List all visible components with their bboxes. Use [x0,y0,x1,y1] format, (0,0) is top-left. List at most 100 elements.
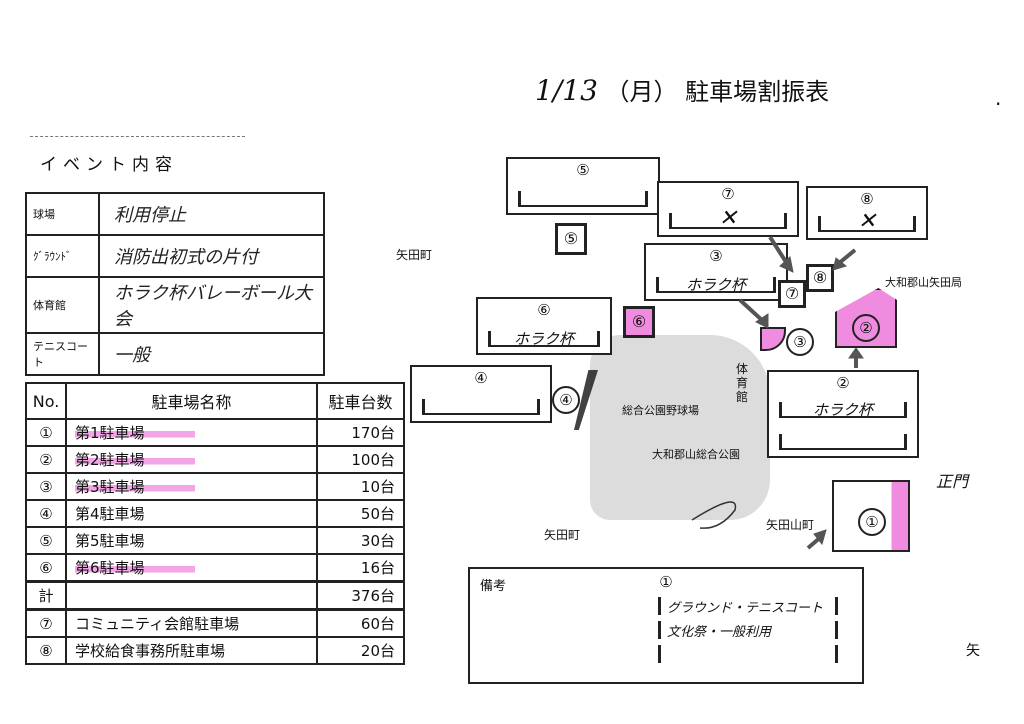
corner-dot: . [995,86,1002,110]
label-yatayamacho: 矢田山町 [766,518,815,532]
road-line [691,501,737,529]
row-name-text: 第2駐車場 [75,451,195,469]
lot-number: ④ [474,369,488,387]
event-row: 体育館ホラク杯バレーボール大会 [25,276,325,334]
bracket [518,191,648,207]
arrow-2-head [848,347,864,359]
page-title-area: 1/13 （月） 駐車場割振表 [535,72,829,107]
label-park: 大和郡山総合公園 [652,448,740,461]
remarks-line: 文化祭・一般利用 [658,621,838,640]
label-gym: 体育館 [736,362,749,404]
cross-mark: ✕ [857,209,877,234]
event-label: テニスコート [25,332,100,376]
arrow-7-head [779,256,794,273]
lot-3-box: ③ ホラク杯 [644,243,788,301]
row-name-text: 第5駐車場 [75,532,145,550]
bracket [779,434,907,450]
label-yatacho-2: 矢田町 [544,528,581,542]
row-name-text: 第4駐車場 [75,505,145,523]
event-value: 消防出初式の片付 [98,234,325,278]
arrow-1-head [813,529,827,546]
row-name: コミュニティ会館駐車場 [65,608,318,638]
table-header: No. 駐車場名称 駐車台数 [25,382,405,420]
row-count: 30台 [316,526,405,555]
label-yatacho-1: 矢田町 [396,248,433,262]
row-count: 16台 [316,553,405,583]
event-label: 体育館 [25,276,100,334]
lot-8-box: ⑧ ✕ [806,186,928,240]
row-no: ② [25,445,67,474]
marker-1: ① [858,508,886,536]
event-value: 一般 [98,332,325,376]
col-no: No. [25,382,67,420]
event-row: ｸﾞﾗｳﾝﾄﾞ消防出初式の片付 [25,234,325,278]
lot-number: ⑤ [576,161,590,179]
total-label: 計 [25,580,67,611]
lot-assignment: ホラク杯 [513,330,574,348]
row-count: 170台 [316,418,405,447]
arrow-3-head [755,313,769,329]
row-no: ④ [25,499,67,528]
bracket [422,399,540,415]
row-name: 学校給食事務所駐車場 [65,636,318,665]
table-row: ③ 第3駐車場 10台 [25,472,405,501]
marker-8: ⑧ [806,264,834,292]
marker-4: ④ [552,386,580,414]
remarks-number: ① [659,573,673,591]
event-value: ホラク杯バレーボール大会 [98,276,325,334]
weekday: （月） [605,78,678,106]
cross-mark: ✕ [718,206,738,231]
park-area [590,335,770,520]
col-count: 駐車台数 [316,382,405,420]
bracket [656,277,776,293]
arrow-8-head [832,257,848,271]
arrow-3 [738,298,766,324]
row-name-text: 第3駐車場 [75,478,195,496]
row-name: 第2駐車場 [65,445,318,474]
lot-5-box: ⑤ [506,157,660,215]
label-stadium: 総合公園野球場 [622,404,699,417]
lot-4-box: ④ [410,365,552,423]
marker-3: ③ [786,328,814,356]
event-row: テニスコート一般 [25,332,325,376]
row-name: 第3駐車場 [65,472,318,501]
total-count: 376台 [316,580,405,611]
row-name-text: 第6駐車場 [75,559,195,577]
marker-6: ⑥ [623,306,655,338]
row-count: 50台 [316,499,405,528]
bracket [779,402,907,418]
row-no: ⑧ [25,636,67,665]
remarks-line [658,645,838,663]
row-count: 10台 [316,472,405,501]
lot-number: ② [836,374,850,392]
event-label: 球場 [25,192,100,236]
total-blank [65,580,318,611]
marker-5: ⑤ [555,223,587,255]
divider [30,136,245,137]
event-label: ｸﾞﾗｳﾝﾄﾞ [25,234,100,278]
bracket [669,213,787,229]
total-row: 計 376台 [25,580,405,611]
event-row: 球場利用停止 [25,192,325,236]
marker-2: ② [852,314,880,342]
label-edge: 矢 [966,643,980,659]
row-count: 20台 [316,636,405,665]
arrow-7 [768,235,788,264]
row-no: ③ [25,472,67,501]
lot-2-box: ② ホラク杯 [767,370,919,458]
date-handwritten: 1/13 [535,74,598,107]
lot-6-box: ⑥ ホラク杯 [476,297,612,355]
lot-7-box: ⑦ ✕ [657,181,799,237]
row-name: 第1駐車場 [65,418,318,447]
lot-number: ⑥ [537,301,551,319]
col-name: 駐車場名称 [65,382,318,420]
lot-number: ③ [709,247,723,265]
row-name: 第4駐車場 [65,499,318,528]
event-heading: イベント内容 [40,155,178,175]
